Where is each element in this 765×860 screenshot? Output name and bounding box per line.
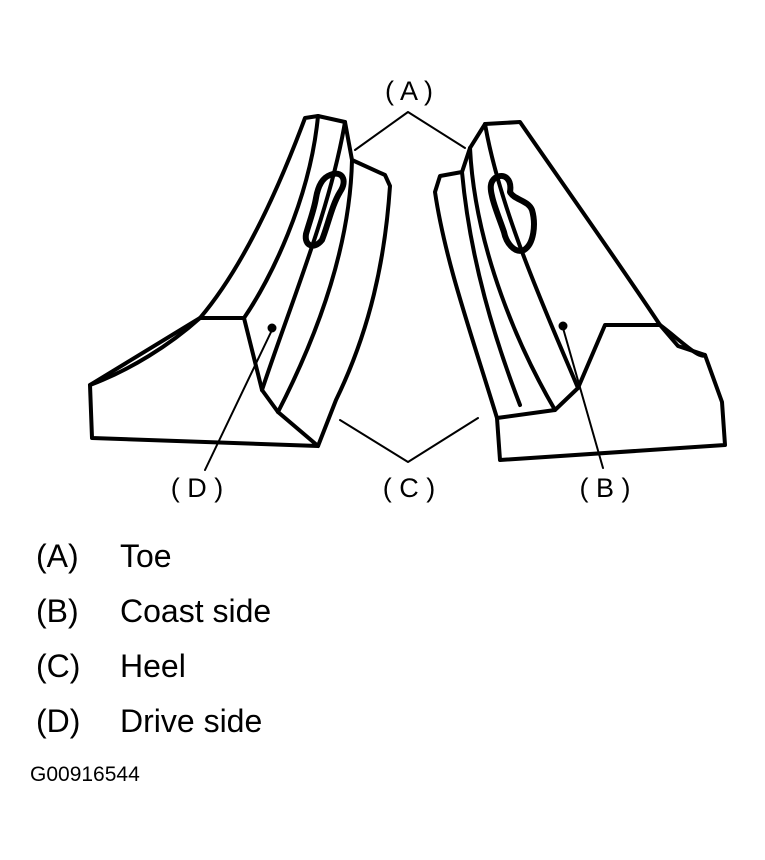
right-tooth-outline [495, 323, 727, 462]
legend-key: (D) [36, 703, 81, 739]
leader-c [339, 417, 479, 463]
left-tooth-face-edge [260, 120, 347, 392]
right-tooth-base-top [658, 323, 707, 358]
legend-text: Coast side [120, 593, 272, 629]
leader-d [204, 329, 273, 471]
right-gear-tooth [433, 120, 727, 462]
callout-d: ( D ) [171, 473, 223, 503]
left-tooth-outline [88, 316, 320, 448]
left-contact-pattern [302, 170, 347, 249]
right-tooth-face-edge [483, 122, 580, 390]
left-tooth-inner-ridge [242, 114, 320, 320]
right-tooth-inner-ridge [460, 170, 522, 407]
legend-text: Heel [120, 648, 186, 684]
left-gear-tooth [88, 114, 392, 448]
legend-key: (A) [36, 538, 79, 574]
left-tooth-base-top [88, 316, 202, 387]
callout-b: ( B ) [580, 473, 631, 503]
right-tooth-ridge [468, 146, 557, 412]
gear-tooth-diagram: ( A ) ( D ) ( C ) ( B ) [88, 76, 727, 503]
right-tooth-body [433, 120, 662, 420]
leader-lines [204, 111, 604, 471]
legend-text: Toe [120, 538, 172, 574]
legend-key: (C) [36, 648, 81, 684]
legend-text: Drive side [120, 703, 263, 739]
left-tooth-ridge [276, 158, 354, 414]
leader-b [562, 327, 604, 469]
leader-a [354, 111, 466, 151]
right-contact-pattern [487, 172, 537, 254]
callout-c: ( C ) [383, 473, 435, 503]
figure-id: G00916544 [30, 763, 140, 786]
callout-a: ( A ) [385, 76, 433, 106]
left-tooth-body [198, 114, 392, 448]
legend-key: (B) [36, 593, 79, 629]
